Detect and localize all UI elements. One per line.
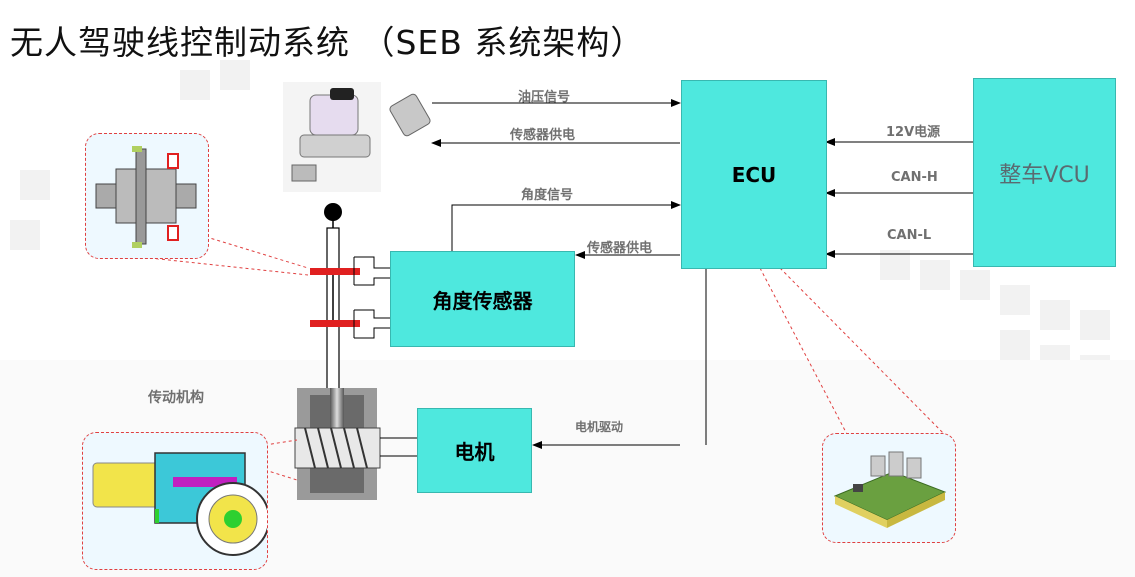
transmission-caption: 传动机构 — [148, 390, 204, 406]
shaft-detail-callout — [85, 133, 209, 259]
transmission-image — [92, 452, 270, 556]
disc-bottom — [310, 320, 360, 327]
disc-top — [310, 268, 360, 275]
angle-signal-arrow — [451, 201, 681, 265]
can-h-label: CAN-H — [891, 170, 938, 185]
vcu-block: 整车VCU — [973, 78, 1116, 267]
ecu-board-callout — [822, 433, 956, 543]
angle-signal-label: 角度信号 — [521, 188, 574, 203]
motor-block: 电机 — [417, 408, 532, 493]
ecu-board-image — [833, 451, 947, 528]
sensor-power-top-label: 传感器供电 — [510, 128, 576, 143]
can-l-label: CAN-L — [887, 228, 932, 243]
sensor-power-mid-label: 传感器供电 — [587, 241, 653, 256]
steering-shaft — [310, 203, 390, 391]
power-12v-label: 12V电源 — [886, 125, 941, 140]
angle-sensor-block: 角度传感器 — [390, 251, 575, 347]
page-title: 无人驾驶线控制动系统 （SEB 系统架构） — [10, 23, 645, 62]
worm-gear — [294, 388, 417, 500]
master-cylinder-image — [283, 82, 431, 192]
shaft-detail-image — [95, 146, 197, 248]
ecu-block: ECU — [681, 80, 827, 269]
transmission-callout — [82, 432, 270, 570]
motor-drive-label: 电机驱动 — [575, 420, 624, 434]
oil-pressure-label: 油压信号 — [518, 90, 571, 105]
